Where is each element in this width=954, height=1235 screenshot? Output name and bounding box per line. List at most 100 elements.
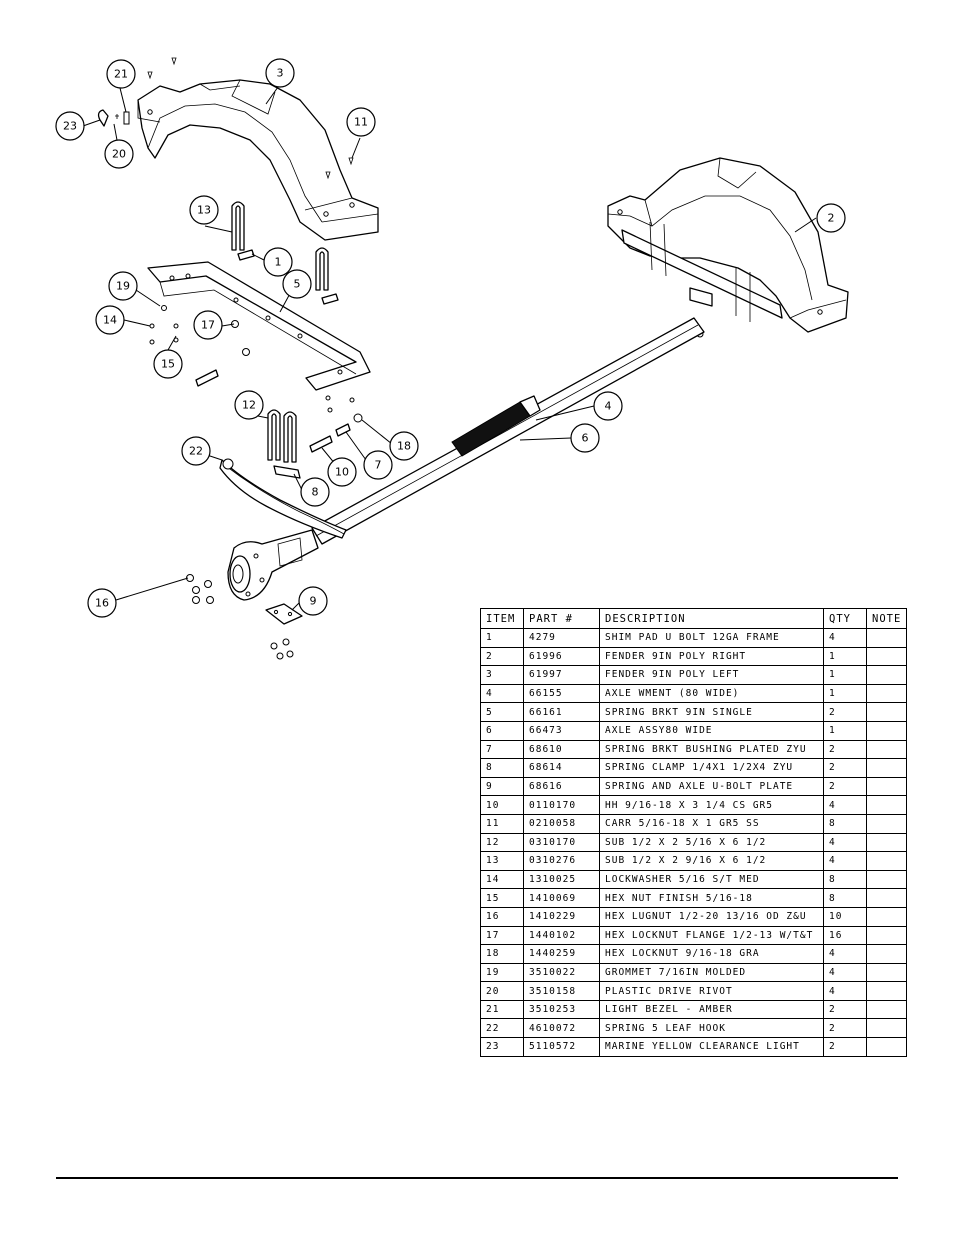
callout-20: 20 bbox=[104, 139, 134, 169]
cell-qty: 8 bbox=[823, 888, 867, 908]
cell-description: LOCKWASHER 5/16 S/T MED bbox=[599, 869, 824, 890]
callout-3: 3 bbox=[265, 58, 295, 88]
cell-description: SPRING 5 LEAF HOOK bbox=[599, 1018, 824, 1039]
leader-lines bbox=[82, 86, 817, 611]
svg-text:3: 3 bbox=[277, 67, 284, 80]
cell-description: HEX NUT FINISH 5/16-18 bbox=[599, 888, 824, 908]
cell-part-number: 1310025 bbox=[523, 869, 600, 890]
cell-note bbox=[865, 628, 908, 648]
cell-note bbox=[865, 739, 908, 760]
cell-part-number: 4279 bbox=[523, 628, 600, 648]
cell-note bbox=[865, 981, 908, 1001]
cell-qty: 4 bbox=[823, 832, 867, 853]
cell-item: 8 bbox=[480, 758, 524, 778]
cell-description: HEX LUGNUT 1/2-20 13/16 OD Z&U bbox=[599, 906, 824, 927]
callout-18: 18 bbox=[389, 431, 419, 461]
cell-qty: 2 bbox=[823, 758, 867, 778]
cell-part-number: 0310276 bbox=[523, 851, 600, 871]
cell-note bbox=[865, 851, 908, 871]
cell-part-number: 68616 bbox=[523, 776, 600, 797]
svg-text:14: 14 bbox=[103, 314, 117, 327]
cell-note bbox=[865, 702, 908, 722]
cell-note bbox=[865, 665, 908, 685]
cell-item: 4 bbox=[480, 683, 524, 704]
callout-23: 23 bbox=[55, 111, 85, 141]
cell-item: 19 bbox=[480, 962, 524, 983]
callout-17: 17 bbox=[193, 310, 223, 340]
header-note: NOTE bbox=[865, 608, 908, 629]
cell-qty: 4 bbox=[823, 851, 867, 871]
cell-qty: 1 bbox=[823, 665, 867, 685]
svg-text:10: 10 bbox=[335, 466, 349, 479]
cell-part-number: 1440259 bbox=[523, 944, 600, 964]
cell-description: PLASTIC DRIVE RIVOT bbox=[599, 981, 824, 1001]
cell-part-number: 0210058 bbox=[523, 813, 600, 834]
cell-description: SUB 1/2 X 2 5/16 X 6 1/2 bbox=[599, 832, 824, 853]
callout-5: 5 bbox=[282, 269, 312, 299]
cell-item: 7 bbox=[480, 739, 524, 760]
cell-description: HEX LOCKNUT FLANGE 1/2-13 W/T&T bbox=[599, 925, 824, 946]
cell-note bbox=[865, 776, 908, 797]
cell-part-number: 0110170 bbox=[523, 795, 600, 815]
u-bolts bbox=[231, 201, 329, 479]
cell-item: 6 bbox=[480, 720, 524, 741]
svg-text:23: 23 bbox=[63, 120, 77, 133]
callout-21: 21 bbox=[106, 59, 136, 89]
svg-text:17: 17 bbox=[201, 319, 215, 332]
callout-6: 6 bbox=[570, 423, 600, 453]
table-header-row: ITEM PART # DESCRIPTION QTY NOTE bbox=[480, 608, 908, 629]
svg-text:22: 22 bbox=[189, 445, 203, 458]
cell-part-number: 5110572 bbox=[523, 1037, 600, 1057]
left-spring-bracket bbox=[147, 261, 371, 391]
cell-item: 16 bbox=[480, 906, 524, 927]
svg-text:18: 18 bbox=[397, 440, 411, 453]
callout-11: 11 bbox=[346, 107, 376, 137]
svg-text:11: 11 bbox=[354, 116, 368, 129]
cell-item: 9 bbox=[480, 776, 524, 797]
cell-part-number: 61997 bbox=[523, 665, 600, 685]
cell-description: SUB 1/2 X 2 9/16 X 6 1/2 bbox=[599, 851, 824, 871]
cell-qty: 2 bbox=[823, 1037, 867, 1057]
svg-text:2: 2 bbox=[828, 212, 835, 225]
wheel-hub bbox=[227, 529, 319, 601]
header-qty: QTY bbox=[823, 608, 867, 629]
callout-14: 14 bbox=[95, 305, 125, 335]
svg-text:9: 9 bbox=[310, 595, 317, 608]
cell-note bbox=[865, 1037, 908, 1057]
cell-qty: 4 bbox=[823, 962, 867, 983]
cell-description: CARR 5/16-18 X 1 GR5 SS bbox=[599, 813, 824, 834]
cell-part-number: 61996 bbox=[523, 646, 600, 667]
axle-tube bbox=[311, 317, 705, 545]
callout-7: 7 bbox=[363, 450, 393, 480]
cell-qty: 8 bbox=[823, 869, 867, 890]
cell-note bbox=[865, 813, 908, 834]
cell-part-number: 4610072 bbox=[523, 1018, 600, 1039]
svg-text:1: 1 bbox=[275, 256, 282, 269]
header-part-number: PART # bbox=[523, 608, 600, 629]
cell-part-number: 66161 bbox=[523, 702, 600, 722]
cell-part-number: 3510253 bbox=[523, 999, 600, 1020]
cell-description: LIGHT BEZEL - AMBER bbox=[599, 999, 824, 1020]
lug-nuts bbox=[186, 574, 214, 604]
cell-description: SPRING BRKT 9IN SINGLE bbox=[599, 702, 824, 722]
cell-part-number: 1410069 bbox=[523, 888, 600, 908]
cell-note bbox=[865, 925, 908, 946]
shim-pad bbox=[237, 249, 255, 261]
u-bolt-plate bbox=[265, 603, 303, 660]
cell-part-number: 3510158 bbox=[523, 981, 600, 1001]
svg-text:19: 19 bbox=[116, 280, 130, 293]
